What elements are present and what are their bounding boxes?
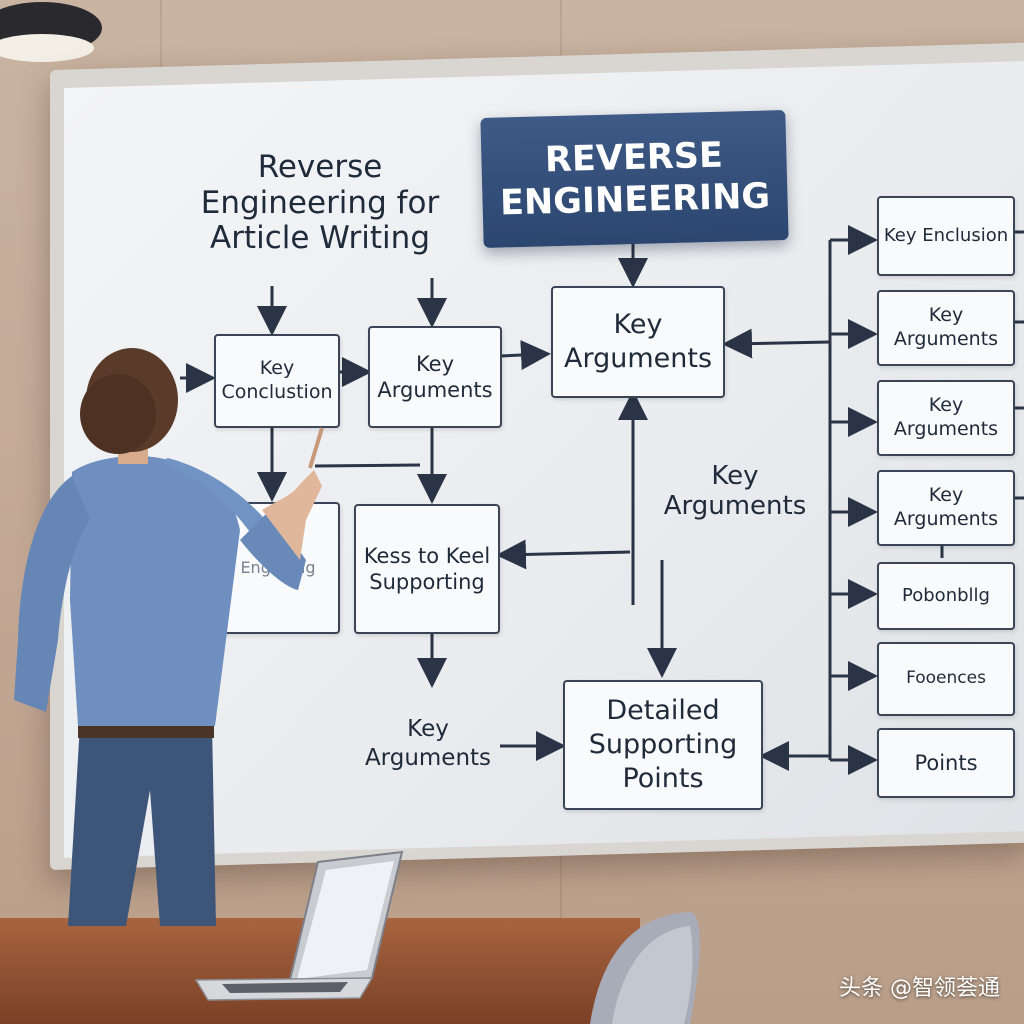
- key-conclusion-box: Key Conclustion: [214, 334, 340, 428]
- reverse-engineering-banner: REVERSE ENGINEERING: [480, 110, 789, 248]
- supporting-box: Kess to Keel Supporting: [354, 504, 500, 634]
- right-key-arguments-box-2: Key Arguments: [877, 380, 1015, 456]
- right-key-arguments-box-3: Key Arguments: [877, 470, 1015, 546]
- right-points-box: Points: [877, 728, 1015, 798]
- key-arguments-box-left: Key Arguments: [368, 326, 502, 428]
- ceiling-lamp: [0, 2, 102, 62]
- key-arguments-box-bottom: Key Arguments: [364, 716, 492, 771]
- right-fooences-box: Fooences: [877, 642, 1015, 716]
- lower-left-blurred-box: Engaging: [216, 502, 340, 634]
- watermark-text: 头条 @智领荟通: [839, 976, 1000, 1001]
- floating-key-arguments-label: Key Arguments: [663, 461, 807, 521]
- detailed-supporting-points-box: Detailed Supporting Points: [563, 680, 763, 810]
- right-key-arguments-box-1: Key Arguments: [877, 290, 1015, 366]
- right-pobonblig-box: Pobonbllg: [877, 562, 1015, 630]
- board-title: Reverse Engineering for Article Writing: [200, 149, 440, 257]
- wooden-desk: [0, 918, 640, 1024]
- key-arguments-box-center: Key Arguments: [551, 286, 725, 398]
- right-key-enclusion-box: Key Enclusion: [877, 196, 1015, 276]
